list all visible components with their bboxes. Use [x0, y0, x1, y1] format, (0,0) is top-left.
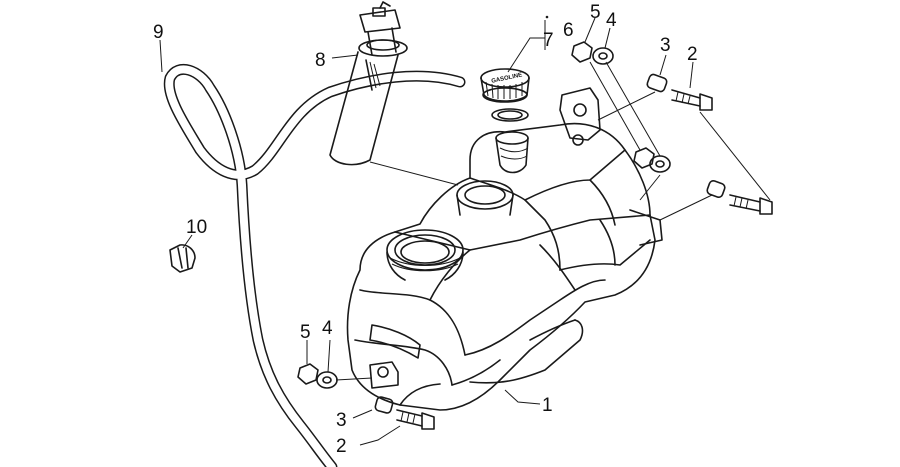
callout-9: 9 [153, 22, 164, 43]
callout-8: 8 [315, 50, 326, 71]
fuel-level-sender [329, 1, 408, 166]
filler-neck-adapter [495, 131, 529, 174]
right-bolt-assembly [706, 180, 773, 215]
cap-gasket [491, 108, 529, 122]
callout-6: 6 [563, 20, 574, 41]
callout-2-lower: 2 [336, 436, 347, 457]
vent-hose [163, 63, 466, 467]
callout-3-lower: 3 [336, 410, 347, 431]
callout-1: 1 [542, 395, 553, 416]
callout-2-upper: 2 [687, 44, 698, 65]
callout-4-lower: 4 [322, 318, 333, 339]
callout-7: 7 [543, 30, 554, 51]
callout-labels: 9 8 7 6 5 4 3 2 10 5 4 3 2 1 [153, 2, 698, 457]
callout-5-lower: 5 [300, 322, 311, 343]
fuel-tank [346, 87, 663, 411]
callout-5-upper: 5 [590, 2, 601, 23]
callout-10: 10 [186, 217, 207, 238]
lower-bolt-assembly [374, 396, 435, 430]
leader-lines [159, 15, 771, 446]
callout-4-upper: 4 [606, 10, 617, 31]
cap-logo-text: GASOLINE [491, 72, 523, 84]
lower-nut-washer [297, 363, 338, 389]
upper-bolt-assembly [646, 73, 713, 111]
filler-cap: GASOLINE [480, 68, 530, 103]
callout-3-upper: 3 [660, 35, 671, 56]
hose-clamp [169, 244, 196, 273]
